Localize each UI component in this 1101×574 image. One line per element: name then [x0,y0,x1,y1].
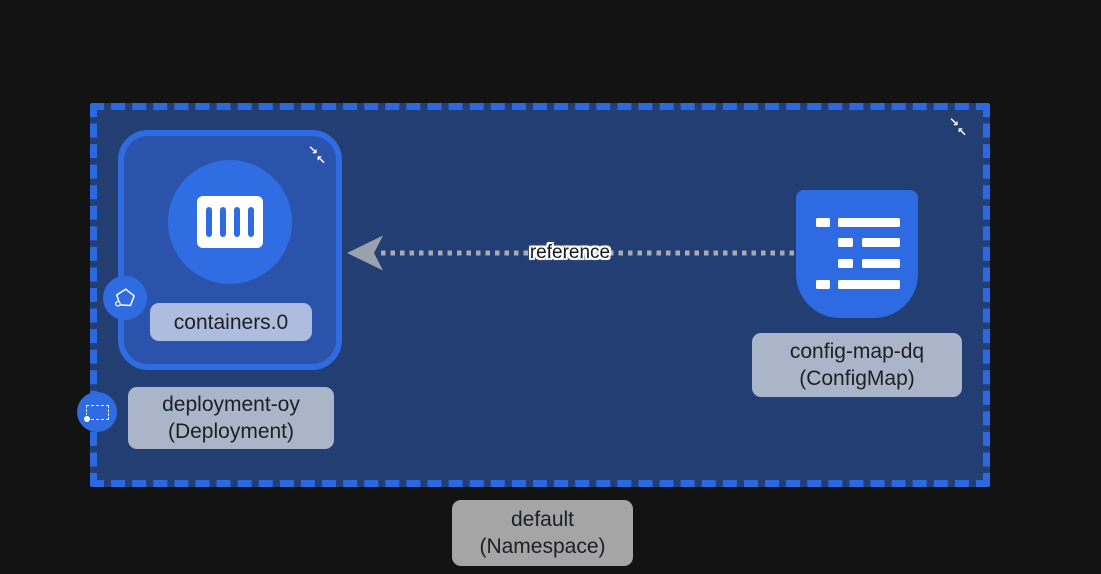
configmap-kind: (ConfigMap) [799,367,915,390]
container-icon [197,196,263,248]
container-slot [234,207,240,237]
deployment-node[interactable]: ↘ ↖ containers.0 [118,130,342,370]
deployment-dashed-rect-icon [82,404,109,423]
arrow-down-right-icon: ↘ [949,115,960,129]
namespace-name: default [510,508,575,531]
arrow-down-right-icon: ↘ [308,143,319,157]
deployment-name: deployment-oy [162,393,300,416]
container-label: containers.0 [150,303,312,341]
container-slot [206,207,212,237]
namespace-label: default (Namespace) [452,500,633,566]
configmap-node[interactable] [796,190,918,318]
deployment-label: deployment-oy (Deployment) [128,387,334,449]
configmap-label: config-map-dq (ConfigMap) [752,333,962,397]
container-node[interactable] [168,160,292,284]
deployment-kind: (Deployment) [167,420,295,443]
pod-pentagon-icon [115,288,135,307]
namespace-group-default[interactable]: ↘ ↖ ↘ ↖ containers.0 [77,103,990,487]
deployment-collapse-icon[interactable]: ↘ ↖ [306,144,328,166]
edge-label: reference [529,242,611,263]
deployment-badge[interactable] [77,392,117,432]
namespace-kind: (Namespace) [479,535,606,558]
configmap-name: config-map-dq [789,340,925,363]
container-slot [248,207,254,237]
pod-badge[interactable] [103,276,147,320]
arrow-up-left-icon: ↖ [956,125,967,139]
arrow-up-left-icon: ↖ [315,153,326,167]
namespace-collapse-icon[interactable]: ↘ ↖ [947,116,969,138]
container-name: containers.0 [173,310,289,334]
container-slot [220,207,226,237]
